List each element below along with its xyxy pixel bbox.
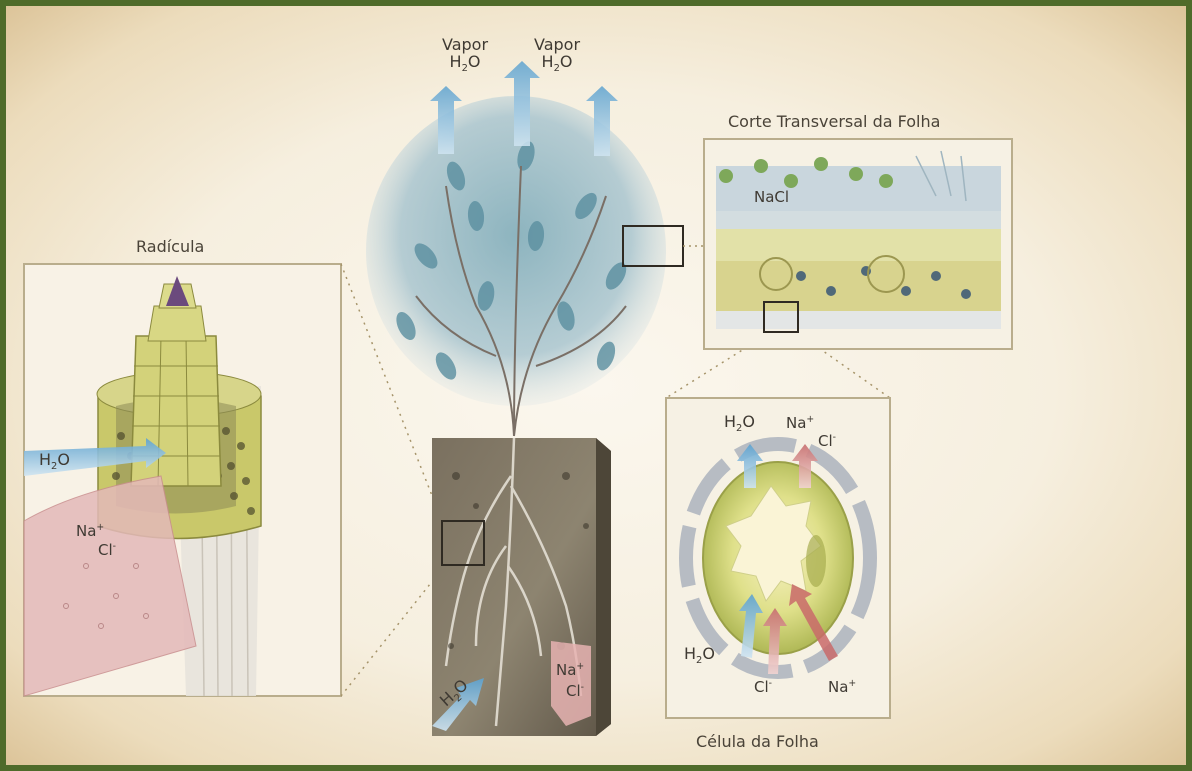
nacl-label: NaCl <box>754 188 789 206</box>
leaf-cell-panel <box>666 398 890 718</box>
plant <box>366 61 704 436</box>
cell-h2o-top-label: H2O <box>724 412 755 434</box>
radicula-h2o-label: H2O <box>39 450 70 472</box>
radicula-panel <box>24 264 341 696</box>
vapor-label-right: Vapor H2O <box>534 37 580 74</box>
vapor-label-left: Vapor H2O <box>442 37 488 74</box>
radicula-title: Radícula <box>136 237 204 256</box>
cell-cl-bottom-label: Cl- <box>754 678 772 696</box>
leaf-section-title: Corte Transversal da Folha <box>728 112 940 131</box>
diagram-illustration <box>6 6 1186 765</box>
leaf-section-panel <box>704 139 1012 349</box>
leaf-cell-title: Célula da Folha <box>696 732 819 751</box>
soil-na-label: Na+ <box>556 661 584 679</box>
cell-h2o-bottom-label: H2O <box>684 644 715 666</box>
soil-cl-label: Cl- <box>566 682 584 700</box>
radicula-na-label: Na+ <box>76 522 104 540</box>
cell-cl-top-label: Cl- <box>818 432 836 450</box>
h2o-formula: H2O <box>442 54 488 75</box>
cell-na-top-label: Na+ <box>786 414 814 432</box>
h2o-formula: H2O <box>534 54 580 75</box>
radicula-cl-label: Cl- <box>98 541 116 559</box>
cell-na-bottom-label: Na+ <box>828 678 856 696</box>
